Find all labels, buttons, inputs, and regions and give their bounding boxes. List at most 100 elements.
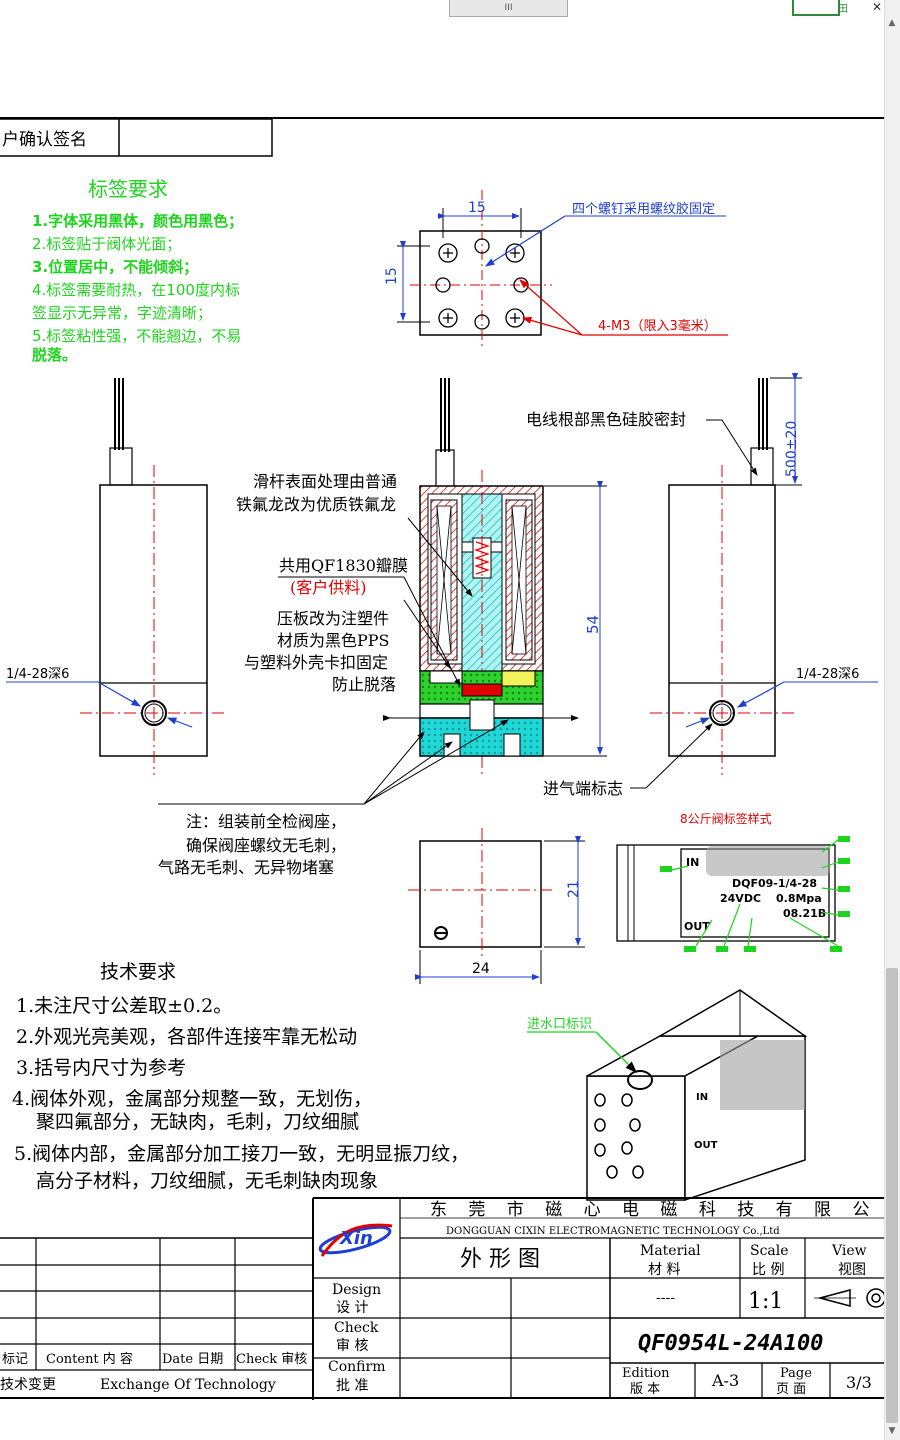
scale-cn: 比 例 [752, 1262, 784, 1278]
bottom-dim-width: 24 [472, 961, 490, 977]
label-in: IN [686, 856, 699, 869]
confirm-cn: 批 准 [336, 1378, 368, 1394]
check-cn: 审 核 [336, 1338, 368, 1354]
title-block [0, 1197, 884, 1400]
rev-col-check: Check 审核 [236, 1352, 307, 1367]
bottom-dim-height: 21 [566, 880, 582, 898]
rev-tech-change: 技术变更 [0, 1377, 56, 1393]
vertical-scroll-thumb[interactable] [886, 968, 898, 1423]
section-dim-height: 54 [584, 615, 602, 634]
company-en: DONGGUAN CIXIN ELECTROMAGNETIC TECHNOLOG… [446, 1226, 780, 1237]
top-view: 15 15 四个螺钉采用螺纹胶固定 4-M3（限入3毫米） [384, 190, 728, 350]
note-plate-2: 材质为黑色PPS [277, 631, 390, 650]
tech-requirements: 技术要求 1.未注尺寸公差取±0.2。 2.外观光亮美观，各部件连接牢靠无松动 … [12, 961, 469, 1192]
design-en: Design [332, 1282, 381, 1298]
edition-val: A-3 [711, 1371, 739, 1390]
rev-exchange: Exchange Of Technology [100, 1377, 276, 1393]
company-logo: Xin [318, 1223, 393, 1257]
rev-col-content: Content 内 容 [46, 1351, 133, 1367]
label-req-item: 1.字体采用黑体，颜色用黑色； [32, 212, 243, 230]
label-req-item: 脱落。 [32, 346, 77, 364]
tech-req-item: 4.阀体外观，金属部分规整一致，无划伤， [12, 1088, 372, 1110]
material-en: Material [640, 1243, 701, 1259]
view-en: View [831, 1243, 867, 1259]
grid-icon[interactable]: 田 [838, 4, 848, 15]
company-cn: 东 莞 市 磁 心 电 磁 科 技 有 限 公 司 [430, 1200, 884, 1220]
scroll-down-icon[interactable]: ▼ [888, 1426, 896, 1436]
label-line1: DQF09-1/4-28 [732, 877, 817, 890]
drawing-name: 外 形 图 [460, 1247, 540, 1272]
label-line2a: 24VDC [720, 892, 761, 905]
label-sample-title: 8公斤阀标签样式 [680, 811, 772, 826]
confirm-en: Confirm [328, 1359, 385, 1375]
note-teflon-2: 铁氟龙改为优质铁氟龙 [236, 495, 396, 514]
note-plate-4: 防止脱落 [332, 675, 396, 694]
label-out: OUT [684, 920, 710, 933]
tech-req-item: 聚四氟部分，无缺肉，毛刺，刀纹细腻 [36, 1111, 359, 1133]
part-number: QF0954L-24A100 [638, 1331, 823, 1356]
projection-symbol-icon [814, 1288, 884, 1308]
tech-req-title: 技术要求 [100, 961, 176, 983]
top-note-m3: 4-M3（限入3毫米） [598, 318, 717, 334]
note-seal: 电线根部黑色硅胶密封 [526, 410, 686, 429]
top-dim-width: 15 [468, 200, 486, 216]
scale-val: 1:1 [748, 1289, 783, 1314]
isometric-view: IN OUT 进水口标识 [527, 989, 808, 1202]
iso-note-mark: 进水口标识 [527, 1017, 592, 1032]
logo-text: Xin [339, 1228, 373, 1249]
left-side-view: 1/4-28深6 [6, 378, 228, 775]
edition-cn: 版 本 [630, 1382, 660, 1397]
sign-label: 户确认签名 [2, 130, 87, 150]
note-check-3: 气路无毛刺、无异物堵塞 [158, 858, 334, 877]
iso-in-mark: IN [696, 1092, 708, 1103]
tech-req-item: 1.未注尺寸公差取±0.2。 [16, 995, 232, 1017]
note-check-2: 确保阀座螺纹无毛刺， [186, 836, 346, 855]
label-req-item: 5.标签粘性强，不能翘边，不易 [32, 327, 241, 345]
label-req-item: 签显示无异常，字迹清晰； [32, 304, 212, 322]
label-req-item: 4.标签需要耐热，在100度内标 [32, 281, 240, 299]
note-plate-3: 与塑料外壳卡扣固定 [244, 653, 388, 672]
scale-en: Scale [750, 1243, 789, 1259]
label-req-item: 3.位置居中，不能倾斜； [32, 258, 198, 276]
edition-en: Edition [622, 1366, 670, 1381]
rev-col-mark: 标记 [2, 1352, 28, 1367]
customer-sign-box: 户确认签名 [0, 118, 273, 157]
hscroll-grip: III [504, 3, 513, 13]
note-teflon-1: 滑杆表面处理由普通 [253, 472, 397, 491]
section-notes: 滑杆表面处理由普通 铁氟龙改为优质铁氟龙 共用QF1830瓣膜 (客户供料) 压… [158, 472, 509, 877]
bottom-view: 24 21 [408, 828, 585, 984]
page-cn: 页 面 [776, 1382, 806, 1397]
rev-col-date: Date 日期 [162, 1352, 223, 1367]
page-val: 3/3 [846, 1373, 872, 1392]
tech-req-item: 2.外观光亮美观，各部件连接牢靠无松动 [16, 1026, 357, 1048]
view-cn: 视图 [838, 1262, 866, 1278]
tech-req-item: 3.括号内尺寸为参考 [16, 1057, 186, 1079]
sheet-icon[interactable] [792, 0, 840, 16]
scroll-up-icon[interactable]: ▲ [888, 18, 896, 28]
note-check-1: 注：组装前全检阀座， [186, 812, 346, 831]
label-line2b: 0.8Mpa [776, 892, 822, 905]
iso-out-mark: OUT [694, 1140, 718, 1151]
note-diaphragm-2: (客户供料) [290, 578, 367, 597]
title-block-text: 东 莞 市 磁 心 电 磁 科 技 有 限 公 司 DONGGUAN CIXIN… [0, 1200, 884, 1397]
label-req-title: 标签要求 [88, 177, 168, 201]
top-dim-height: 15 [384, 267, 400, 285]
material-val: ---- [656, 1290, 675, 1306]
close-icon[interactable]: ✕ [872, 0, 883, 14]
left-port-label: 1/4-28深6 [6, 667, 69, 682]
check-en: Check [334, 1320, 379, 1336]
page-en: Page [780, 1366, 812, 1381]
tech-req-item: 高分子材料，刀纹细腻，无毛刺缺肉现象 [36, 1170, 378, 1192]
note-inlet: 进气端标志 [543, 779, 623, 798]
tech-req-item: 5.阀体内部，金属部分加工接刀一致，无明显振刀纹， [14, 1143, 469, 1165]
note-diaphragm-1: 共用QF1830瓣膜 [279, 556, 408, 575]
label-req-item: 2.标签贴于阀体光面； [32, 235, 181, 253]
right-port-label: 1/4-28深6 [796, 667, 859, 682]
section-view: 54 [383, 378, 607, 776]
design-cn: 设 计 [336, 1300, 368, 1316]
horizontal-scroll-thumb[interactable]: III [449, 0, 568, 17]
right-side-view: 500±20 电线根部黑色硅胶密封 1/4-28深6 进气端标志 [526, 373, 878, 798]
label-sample: 8公斤阀标签样式 IN OUT DQF09-1/4-28 24VDC 0.8Mp… [616, 811, 850, 952]
top-note-screws: 四个螺钉采用螺纹胶固定 [572, 201, 715, 217]
